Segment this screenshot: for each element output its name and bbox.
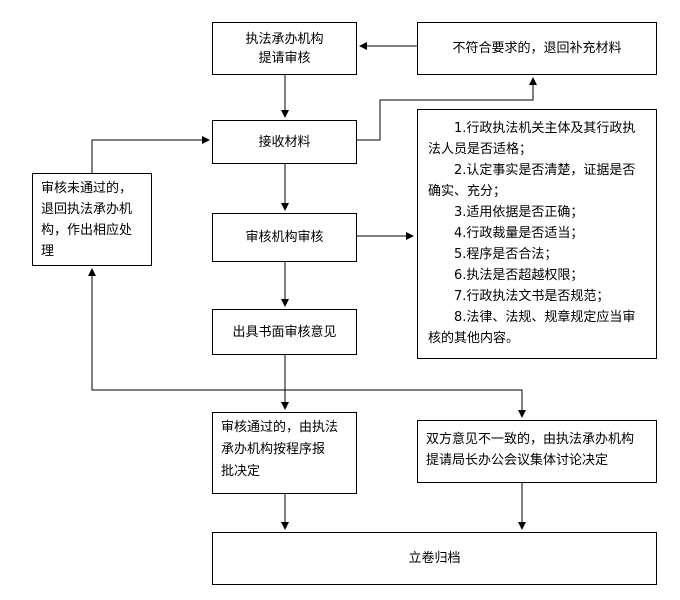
failed-line-2: 退回执法承办机 bbox=[41, 202, 133, 217]
receive-line-1: 接收材料 bbox=[258, 134, 311, 150]
box-failed: 审核未通过的， 退回执法承办机 构，作出相应处 理 bbox=[32, 173, 152, 266]
box-receive: 接收材料 bbox=[212, 120, 357, 164]
archive-line-1: 立卷归档 bbox=[408, 551, 461, 566]
box-passed: 审核通过的，由执法 承办机构按程序报 批决定 bbox=[212, 412, 357, 494]
box-disagree: 双方意见不一致的，由执法承办机构 提请局长办公会议集体讨论决定 bbox=[417, 420, 657, 483]
arrow-failed-to-receive bbox=[91, 136, 210, 173]
failed-line-3: 构，作出相应处 bbox=[41, 223, 133, 238]
box-opinion: 出具书面审核意见 bbox=[212, 309, 357, 355]
passed-line-1: 审核通过的，由执法 bbox=[221, 420, 339, 435]
box-review: 审核机构审核 bbox=[212, 213, 357, 262]
criteria-item-1: 1.行政执法机关主体及其行政执法人员是否适格； bbox=[428, 121, 636, 157]
criteria-item-2: 2.认定事实是否清楚，证据是否确实、充分； bbox=[428, 163, 636, 199]
criteria-item-8: 8.法律、法规、规章规定应当审核的其他内容。 bbox=[428, 310, 636, 346]
passed-line-2: 承办机构按程序报 bbox=[221, 442, 326, 457]
criteria-item-5: 5.程序是否合法； bbox=[454, 247, 558, 262]
initiate-line-2: 提请审核 bbox=[258, 50, 311, 66]
box-return-supplement: 不符合要求的，退回补充材料 bbox=[417, 22, 657, 75]
box-criteria: 1.行政执法机关主体及其行政执法人员是否适格； 2.认定事实是否清楚，证据是否确… bbox=[417, 109, 657, 359]
return-supplement-line-1: 不符合要求的，退回补充材料 bbox=[452, 41, 622, 56]
criteria-item-7: 7.行政执法文书是否规范； bbox=[454, 289, 610, 304]
review-line-1: 审核机构审核 bbox=[245, 230, 324, 245]
criteria-item-4: 4.行政裁量是否适当； bbox=[454, 226, 584, 241]
failed-line-1: 审核未通过的， bbox=[41, 181, 133, 196]
disagree-line-2: 提请局长办公会议集体讨论决定 bbox=[426, 453, 609, 468]
arrow-opinion-to-failed bbox=[88, 268, 286, 391]
passed-line-3: 批决定 bbox=[221, 464, 261, 479]
opinion-line-1: 出具书面审核意见 bbox=[232, 324, 337, 340]
criteria-item-3: 3.适用依据是否正确； bbox=[454, 205, 584, 220]
failed-line-4: 理 bbox=[41, 244, 55, 259]
box-archive: 立卷归档 bbox=[212, 532, 657, 585]
criteria-item-6: 6.执法是否超越权限； bbox=[454, 268, 584, 283]
arrow-opinion-to-disagree bbox=[285, 389, 526, 418]
arrow-receive-to-return bbox=[357, 77, 537, 141]
initiate-line-1: 执法承办机构 bbox=[245, 31, 324, 47]
disagree-line-1: 双方意见不一致的，由执法承办机构 bbox=[426, 432, 635, 447]
box-initiate: 执法承办机构 提请审核 bbox=[212, 22, 357, 75]
